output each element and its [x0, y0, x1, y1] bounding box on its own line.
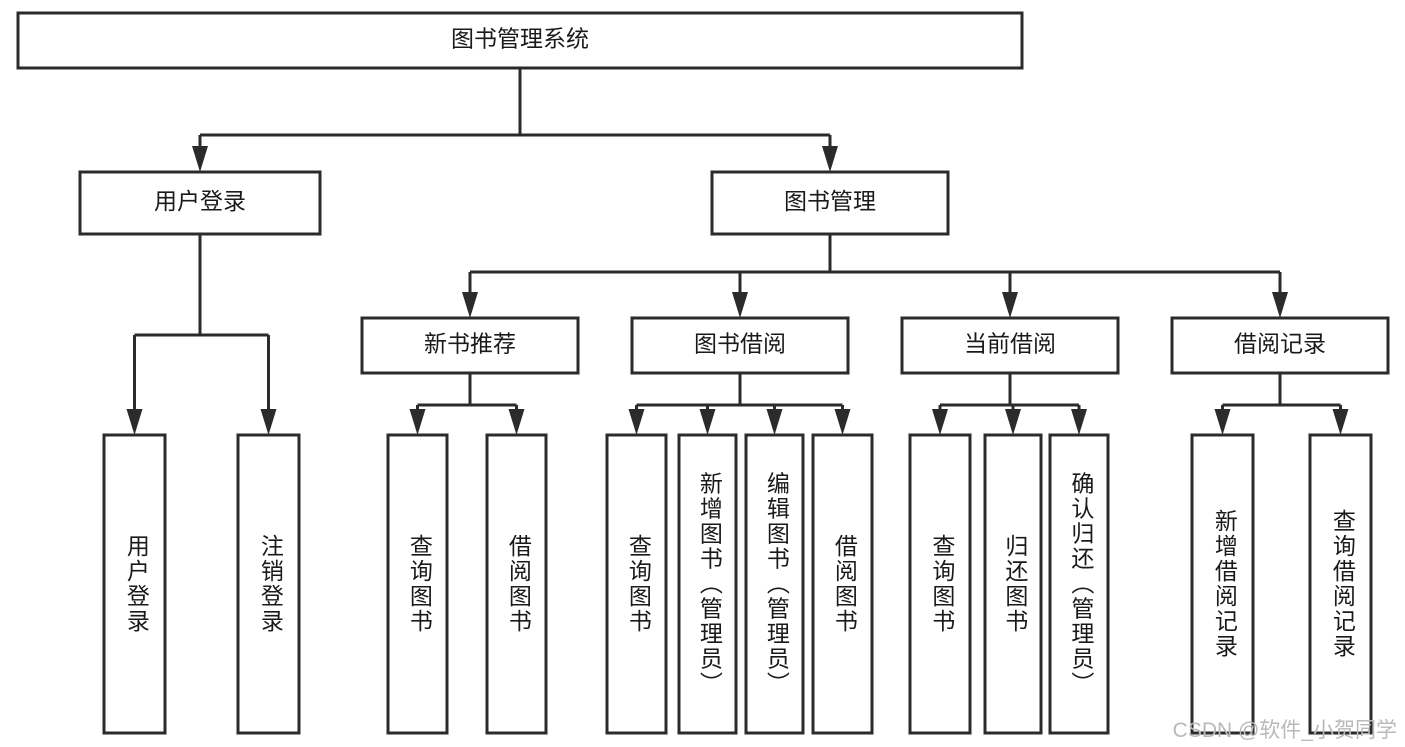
node-label: 用户登录: [154, 188, 246, 214]
node-label: 归还图书: [1002, 534, 1029, 634]
node-layer: 图书管理系统用户登录图书管理新书推荐图书借阅当前借阅借阅记录用户登录注销登录查询…: [16, 11, 1390, 735]
node-l2-new-book-rec[interactable]: 新书推荐: [360, 316, 580, 375]
node-l2-current-borrow[interactable]: 当前借阅: [900, 316, 1120, 375]
node-l2-borrow-record[interactable]: 借阅记录: [1170, 316, 1390, 375]
node-box[interactable]: [386, 433, 449, 735]
node-leaf-query-book-1[interactable]: 查询图书: [386, 433, 449, 735]
node-box[interactable]: [78, 170, 322, 236]
node-leaf-edit-book[interactable]: 编辑图书（管理员）: [744, 433, 805, 735]
node-label: 查询图书: [406, 534, 433, 634]
node-box[interactable]: [983, 433, 1043, 735]
node-box[interactable]: [900, 316, 1120, 375]
arrow-head-icon: [628, 409, 645, 435]
arrow-head-icon: [1071, 409, 1087, 435]
node-label: 借阅图书: [831, 534, 858, 634]
arrow-head-icon: [1272, 292, 1288, 318]
node-label: 新增图书（管理员）: [696, 472, 723, 697]
node-box[interactable]: [811, 433, 874, 735]
arrow-head-icon: [732, 292, 748, 318]
arrow-head-icon: [1332, 409, 1349, 435]
edge-layer: [126, 68, 1349, 435]
csdn-watermark: CSDN @软件_小贺同学: [1173, 719, 1397, 742]
node-label: 注销登录: [257, 534, 284, 634]
node-box[interactable]: [1048, 433, 1110, 735]
node-leaf-query-book-3[interactable]: 查询图书: [908, 433, 972, 735]
node-l1-book-mgmt[interactable]: 图书管理: [710, 170, 950, 236]
node-box[interactable]: [605, 433, 668, 735]
node-label: 查询图书: [929, 534, 956, 634]
node-label: 确认归还（管理员）: [1068, 472, 1095, 697]
node-leaf-query-book-2[interactable]: 查询图书: [605, 433, 668, 735]
node-label: 图书管理: [784, 188, 876, 214]
arrow-head-icon: [766, 409, 783, 435]
node-box[interactable]: [485, 433, 548, 735]
arrow-head-icon: [1002, 292, 1018, 318]
node-label: 查询借阅记录: [1329, 509, 1356, 659]
node-label: 编辑图书（管理员）: [763, 472, 790, 697]
arrow-head-icon: [1214, 409, 1231, 435]
node-l1-user-login[interactable]: 用户登录: [78, 170, 322, 236]
node-box[interactable]: [908, 433, 972, 735]
node-box[interactable]: [1190, 433, 1255, 735]
arrow-head-icon: [126, 409, 143, 435]
node-label: 借阅记录: [1234, 331, 1326, 357]
arrow-head-icon: [834, 409, 851, 435]
node-box[interactable]: [102, 433, 167, 735]
arrow-head-icon: [192, 146, 208, 172]
arrow-head-icon: [932, 409, 948, 435]
arrow-head-icon: [1005, 409, 1021, 435]
node-box[interactable]: [236, 433, 301, 735]
node-box[interactable]: [360, 316, 580, 375]
node-leaf-borrow-book-1[interactable]: 借阅图书: [485, 433, 548, 735]
node-leaf-user-login[interactable]: 用户登录: [102, 433, 167, 735]
node-label: 新增借阅记录: [1211, 509, 1238, 659]
node-l2-book-borrow[interactable]: 图书借阅: [630, 316, 850, 375]
arrow-head-icon: [409, 409, 426, 435]
node-label: 图书借阅: [694, 331, 786, 357]
node-label: 借阅图书: [505, 534, 532, 634]
arrow-head-icon: [822, 146, 838, 172]
node-label: 当前借阅: [964, 331, 1056, 357]
node-label: 查询图书: [625, 534, 652, 634]
node-leaf-logout-login[interactable]: 注销登录: [236, 433, 301, 735]
node-label: 新书推荐: [424, 331, 516, 357]
arrow-head-icon: [508, 409, 525, 435]
node-label: 图书管理系统: [451, 26, 589, 52]
node-leaf-add-book[interactable]: 新增图书（管理员）: [677, 433, 738, 735]
node-box[interactable]: [1308, 433, 1373, 735]
node-box[interactable]: [744, 433, 805, 735]
node-leaf-add-record[interactable]: 新增借阅记录: [1190, 433, 1255, 735]
arrow-head-icon: [260, 409, 277, 435]
node-leaf-borrow-book-2[interactable]: 借阅图书: [811, 433, 874, 735]
node-box[interactable]: [710, 170, 950, 236]
node-root[interactable]: 图书管理系统: [16, 11, 1024, 70]
arrow-head-icon: [699, 409, 716, 435]
node-box[interactable]: [630, 316, 850, 375]
node-box[interactable]: [677, 433, 738, 735]
node-box[interactable]: [16, 11, 1024, 70]
node-label: 用户登录: [123, 534, 150, 634]
node-leaf-return-book[interactable]: 归还图书: [983, 433, 1043, 735]
node-leaf-query-record[interactable]: 查询借阅记录: [1308, 433, 1373, 735]
node-box[interactable]: [1170, 316, 1390, 375]
arrow-head-icon: [462, 292, 478, 318]
node-leaf-confirm-return[interactable]: 确认归还（管理员）: [1048, 433, 1110, 735]
